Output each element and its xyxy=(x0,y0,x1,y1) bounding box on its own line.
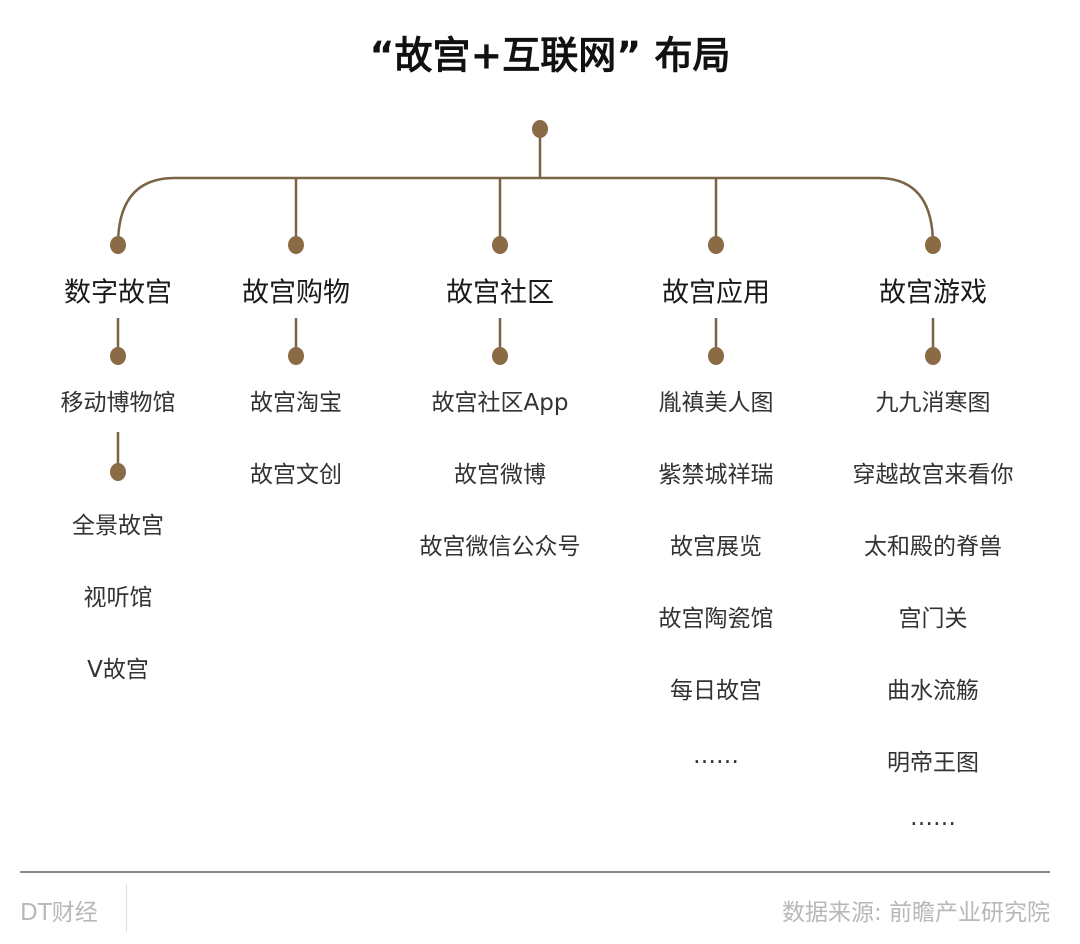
item-node-dot xyxy=(708,347,724,365)
list-item: 故宫微博 xyxy=(454,462,546,488)
list-item: 故宫淘宝 xyxy=(250,390,342,416)
item-node-dot xyxy=(110,347,126,365)
list-item: 视听馆 xyxy=(83,585,153,611)
root-node-dot xyxy=(532,120,548,138)
category-label: 故宫社区 xyxy=(446,277,554,309)
item-node-dot xyxy=(492,347,508,365)
list-item: V故宫 xyxy=(87,657,149,683)
sub-node-dot xyxy=(110,463,126,481)
list-item: 九九消寒图 xyxy=(875,390,991,416)
list-item: 故宫展览 xyxy=(670,534,762,560)
list-item: 紫禁城祥瑞 xyxy=(658,462,774,488)
list-item: 穿越故宫来看你 xyxy=(852,462,1014,488)
list-item: 曲水流觞 xyxy=(887,678,979,704)
list-item: 故宫陶瓷馆 xyxy=(658,606,774,632)
category-node-dot xyxy=(110,236,126,254)
ellipsis-item: …… xyxy=(910,805,956,831)
category-label: 故宫应用 xyxy=(662,277,770,309)
data-source: 数据来源: 前瞻产业研究院 xyxy=(781,900,1050,926)
category-label: 数字故宫 xyxy=(64,277,172,309)
category-node-dot xyxy=(492,236,508,254)
footer-divider xyxy=(20,871,1050,873)
category-node-dot xyxy=(288,236,304,254)
item-node-dot xyxy=(925,347,941,365)
list-item: 每日故宫 xyxy=(670,678,762,704)
list-item: 明帝王图 xyxy=(887,750,979,776)
page-title: “故宫+互联网” 布局 xyxy=(369,33,731,78)
list-item: 太和殿的脊兽 xyxy=(864,534,1002,560)
category-label: 故宫购物 xyxy=(242,277,350,309)
list-item: 故宫社区App xyxy=(431,390,569,416)
brand-logo-text: DT财经 xyxy=(20,900,98,926)
list-item: 胤禛美人图 xyxy=(658,390,774,416)
ellipsis-item: …… xyxy=(693,743,739,769)
list-item: 移动博物馆 xyxy=(60,390,176,416)
list-item: 故宫文创 xyxy=(250,462,342,488)
list-item: 全景故宫 xyxy=(72,513,164,539)
item-node-dot xyxy=(288,347,304,365)
list-item: 宫门关 xyxy=(898,606,968,632)
category-label: 故宫游戏 xyxy=(879,277,987,309)
list-item: 故宫微信公众号 xyxy=(419,534,581,560)
branch-bar xyxy=(116,176,935,246)
category-node-dot xyxy=(925,236,941,254)
category-node-dot xyxy=(708,236,724,254)
footer-separator xyxy=(126,884,127,932)
